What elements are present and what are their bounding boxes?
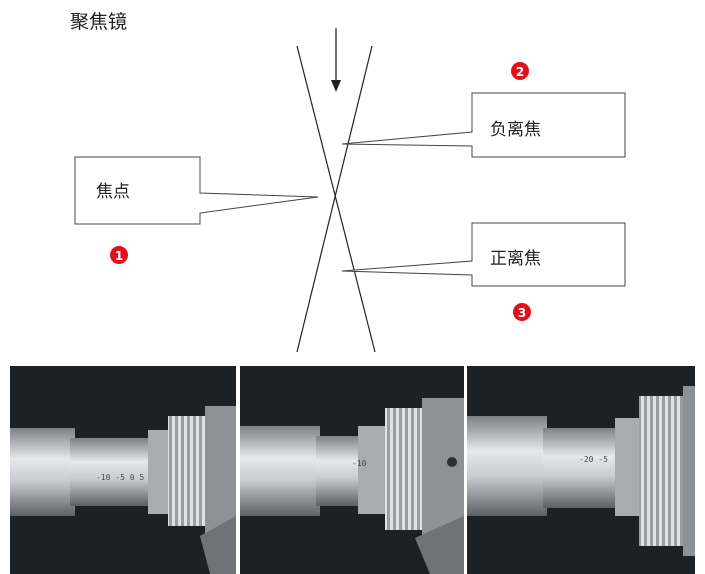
marker-2: 2 [511, 62, 529, 80]
positive-defocus-callout: 正离焦 [341, 222, 626, 287]
marker-2-label: 2 [516, 65, 524, 79]
page-title: 聚焦镜 [70, 11, 127, 33]
focus-point-label: 焦点 [96, 182, 130, 202]
focus-diagram: 聚焦镜 焦点 负离焦 正离焦 1 2 3 [70, 11, 626, 353]
marker-3: 3 [513, 303, 531, 321]
lens-photo-2: -10 [240, 366, 464, 574]
marker-1: 1 [110, 246, 128, 264]
lens-photo-3: -20 -5 [467, 366, 695, 574]
scale-marking-3: -20 -5 [579, 455, 608, 464]
negative-defocus-callout: 负离焦 [341, 92, 626, 158]
scale-marking-2: -10 [352, 459, 367, 468]
beam-line-left [296, 45, 376, 353]
marker-3-label: 3 [518, 306, 526, 320]
lens-photo-1: -10 -5 0 5 [10, 366, 236, 574]
arrow-down-icon [331, 28, 341, 92]
focus-point-callout: 焦点 [74, 156, 319, 225]
positive-defocus-label: 正离焦 [490, 249, 541, 269]
beam-line-right [296, 45, 373, 353]
scale-marking-1: -10 -5 0 5 [96, 473, 144, 482]
negative-defocus-label: 负离焦 [490, 120, 541, 140]
marker-1-label: 1 [115, 249, 123, 263]
